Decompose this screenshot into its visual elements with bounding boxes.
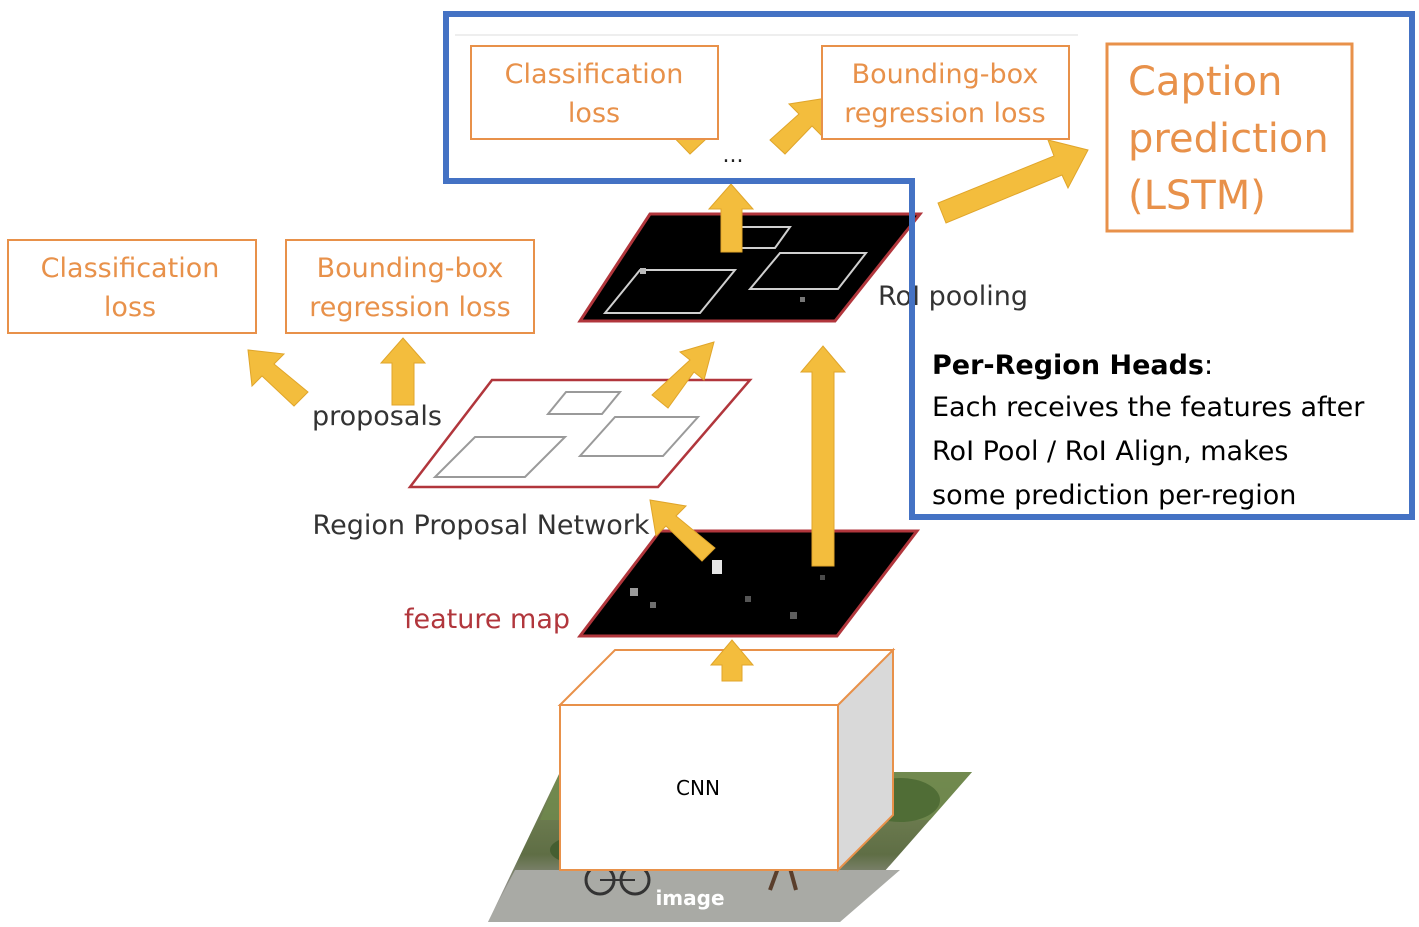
arrow-to-bbox-icon [769, 97, 828, 155]
head-cls-line2: loss [568, 98, 620, 129]
rpn-bbox-line2: regression loss [309, 292, 510, 323]
note-title: Per-Region Heads [932, 350, 1204, 381]
rpn-bbox-line1: Bounding-box [317, 253, 504, 284]
arrow-up-roi-icon [707, 183, 755, 253]
cnn-label: CNN [676, 776, 720, 800]
rpn-label: Region Proposal Network [313, 510, 650, 541]
head-bbox-line1: Bounding-box [852, 59, 1039, 90]
roi-pooling-label: RoI pooling [878, 281, 1028, 312]
ellipsis: ... [723, 143, 744, 168]
rpn-classification-loss-box: Classification loss [7, 239, 257, 334]
head-bbox-loss-box: Bounding-box regression loss [821, 45, 1070, 140]
note-colon: : [1204, 350, 1213, 381]
feature-map-label: feature map [404, 604, 570, 635]
arrow-diagonal-icon [649, 499, 716, 562]
caption-line3: (LSTM) [1128, 173, 1266, 219]
proposals-plane [407, 378, 753, 489]
arrow-up-icon [709, 639, 755, 682]
svg-text:Per-Region Heads:: Per-Region Heads: [932, 350, 1213, 381]
per-region-heads-highlight [443, 11, 1415, 520]
note-line1: Each receives the features after [932, 392, 1365, 423]
note-line3: some prediction per-region [932, 480, 1296, 511]
feature-map-plane [576, 529, 921, 638]
arrow-up-left-icon [247, 349, 309, 407]
caption-line2: prediction [1128, 116, 1329, 162]
cnn-block [557, 647, 896, 873]
rpn-bbox-loss-box: Bounding-box regression loss [285, 239, 535, 334]
arrow-up-long-icon [799, 345, 847, 567]
arrow-up-rpn-bbox-icon [379, 337, 427, 406]
arrow-to-caption-icon [937, 139, 1089, 224]
image-label: image [655, 886, 724, 910]
note-line2: RoI Pool / RoI Align, makes [932, 436, 1288, 467]
arrows [247, 97, 1089, 682]
proposals-label: proposals [312, 401, 442, 432]
rpn-cls-line1: Classification [41, 253, 220, 284]
caption-prediction-box: Caption prediction (LSTM) [1105, 42, 1354, 233]
head-cls-line1: Classification [505, 59, 684, 90]
per-region-heads-note: Per-Region Heads: Each receives the feat… [932, 350, 1365, 511]
head-classification-loss-box: Classification loss [470, 45, 719, 140]
head-bbox-line2: regression loss [844, 98, 1045, 129]
roi-pooling-plane [577, 212, 924, 323]
rpn-cls-line2: loss [104, 292, 156, 323]
caption-line1: Caption [1128, 59, 1282, 105]
arrow-diagonal-up-right-icon [651, 341, 715, 409]
